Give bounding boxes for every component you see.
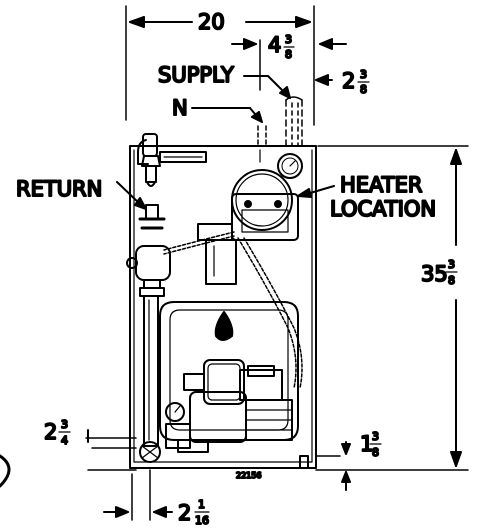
base-height-dimension: 1 3 8: [315, 429, 382, 491]
return-offset-num: 1: [198, 498, 205, 511]
side-offset-den: 8: [360, 83, 367, 96]
top-offset-num: 3: [285, 33, 292, 46]
supply-callout: SUPPLY: [157, 62, 291, 99]
height-den: 8: [448, 274, 455, 287]
return-label: RETURN: [16, 177, 102, 201]
return-height-dimension: 2 3 4: [43, 417, 137, 471]
n-callout: N: [171, 95, 263, 123]
cabinet-base: 22156: [235, 455, 309, 481]
height-whole: 35: [421, 262, 448, 286]
burner-motor: [165, 359, 293, 453]
return-height-num: 3: [61, 418, 68, 431]
base-height-den: 8: [372, 446, 379, 459]
width-label: 20: [198, 10, 225, 34]
base-height-whole: 1: [360, 432, 373, 456]
return-pipe: [126, 133, 207, 463]
return-offset-whole: 2: [178, 501, 191, 525]
heater-cable: [163, 231, 303, 389]
side-offset-dimension: 2 3 8: [315, 67, 370, 97]
height-num: 3: [448, 258, 455, 271]
supply-pipes: [257, 96, 303, 146]
n-label: N: [172, 96, 188, 120]
side-offset-whole: 2: [342, 69, 355, 93]
return-height-den: 4: [61, 434, 68, 447]
pressure-gauge: [259, 149, 303, 179]
heater-callout: HEATER LOCATION: [297, 172, 437, 222]
part-number: 22156: [236, 471, 261, 480]
return-offset-den: 16: [195, 514, 209, 527]
top-offset-den: 8: [285, 48, 292, 61]
heater-label-line1: HEATER: [340, 173, 422, 197]
boiler-cabinet: [129, 145, 317, 469]
base-height-num: 3: [372, 430, 379, 443]
return-callout: RETURN: [15, 176, 147, 210]
top-offset-dimension: 4 3 8: [231, 32, 347, 91]
top-offset-whole: 4: [268, 33, 281, 57]
side-offset-num: 3: [360, 68, 367, 81]
width-dimension: 20: [125, 5, 315, 126]
height-dimension: 35 3 8: [315, 145, 469, 471]
heater-assembly: [197, 169, 299, 285]
return-height-whole: 2: [44, 420, 57, 444]
cropped-callout-circle: [0, 454, 11, 488]
heater-label-line2: LOCATION: [330, 197, 436, 221]
supply-label: SUPPLY: [158, 63, 234, 87]
return-offset-dimension: 2 1 16: [103, 469, 210, 528]
